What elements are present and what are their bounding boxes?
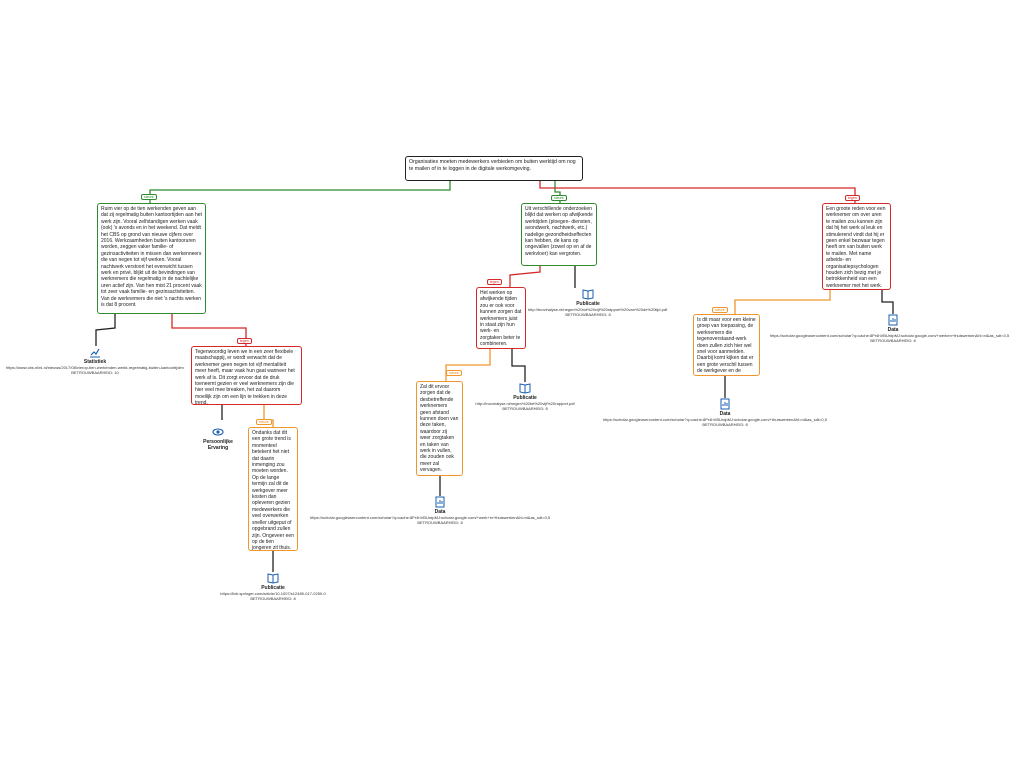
source-title: Statistiek [83,359,107,365]
source-reliability: BETROUWBAARHEID: 8 [502,406,548,411]
source-reliability: BETROUWBAARHEID: 8 [250,596,296,601]
source-url[interactable]: http://tnovinalyse.nl/negen%20tot%20vijf… [528,307,668,312]
eye-icon [212,428,224,436]
source-title: Publicatie [261,585,285,591]
source-url[interactable]: https://scholar.googleusercontent.com/sc… [310,515,551,520]
source-url[interactable]: https://scholar.googleusercontent.com/sc… [603,417,827,422]
source-data-right2[interactable]: Data https://scholar.googleusercontent.c… [603,398,828,427]
tag-left: steunt [141,194,157,200]
source-url[interactable]: http://tnovinalyse.nl/negen%20tot%20vijf… [475,401,575,406]
tag-left-sub: tegen [237,338,252,344]
connector-midsub-pub2 [511,349,526,382]
node-right-main[interactable]: Een groote reden voor een werknemer om o… [822,203,891,290]
source-title: Data [887,327,899,333]
source-title: Persoonlijke Ervaring [203,439,233,451]
source-title: Publicatie [513,395,537,401]
source-publicatie-mid[interactable]: Publicatie http://tnovinalyse.nl/negen%2… [528,288,668,317]
connector-mid-sub [509,266,541,287]
connector-right-sub [734,290,831,314]
tag-right-sub: steunt [712,307,728,313]
source-data-mid[interactable]: Data https://scholar.googleusercontent.c… [310,496,550,525]
node-mid-main[interactable]: Uit verschillende onderzoeken blijkt dat… [521,203,597,266]
source-url[interactable]: https://link.springer.com/article/10.100… [220,591,326,596]
source-reliability: BETROUWBAARHEID: 8 [870,338,916,343]
source-persoonlijk[interactable]: Persoonlijke Ervaring [196,426,240,451]
chart-icon [90,348,100,358]
source-title: Data [434,509,446,515]
source-reliability: BETROUWBAARHEID: 10 [71,370,119,375]
tag-mid-bottom: steunt [446,370,462,376]
node-left-main[interactable]: Ruim vier op de tien werkenden geven aan… [97,203,206,314]
source-reliability: BETROUWBAARHEID: 8 [565,312,611,317]
connector-right-data [881,290,894,314]
tag-right: tegen [845,195,860,201]
source-publicatie-left[interactable]: Publicatie https://link.springer.com/art… [208,572,338,601]
source-reliability: BETROUWBAARHEID: 8 [702,422,748,427]
source-publicatie-mid2[interactable]: Publicatie http://tnovinalyse.nl/negen%2… [470,382,580,411]
node-mid-bottom[interactable]: Zal dit ervoor zorgen dat de desbetreffe… [416,381,463,476]
source-url[interactable]: https://www.cbs.nl/nl-nl/nieuws/2017/08/… [6,365,184,370]
source-statistiek[interactable]: Statistiek https://www.cbs.nl/nl-nl/nieu… [6,346,184,375]
node-left-bottom[interactable]: Ondanks dat dit een grote trend is momen… [248,427,298,551]
data-icon [435,496,445,508]
node-mid-sub[interactable]: Het werken op afwijkende tijden zou er o… [476,287,526,349]
source-url[interactable]: https://scholar.googleusercontent.com/sc… [770,333,1010,338]
connector-left-sub [171,314,247,346]
node-right-sub[interactable]: Is dit maar voor een kleine groep van to… [693,314,760,376]
connector-root-right [539,181,856,203]
source-title: Data [719,411,731,417]
book-icon [582,289,594,300]
connector-left-stat [95,314,116,346]
connector-root-left [149,181,451,203]
tag-mid: steunt [551,195,567,201]
root-node[interactable]: Organisaties moeten medewerkers verbiede… [405,156,583,181]
book-icon [519,383,531,394]
source-reliability: BETROUWBAARHEID: 8 [417,520,463,525]
node-left-sub[interactable]: Tegenwoordig leven we in een zeer flexib… [191,346,302,405]
data-icon [888,314,898,326]
connector-midsub-bottom [445,349,491,381]
data-icon [720,398,730,410]
tag-left-bottom: steunt [256,419,272,425]
source-title: Publicatie [576,301,600,307]
tag-mid-sub: tegen [487,279,502,285]
book-icon [267,573,279,584]
source-data-right[interactable]: Data https://scholar.googleusercontent.c… [770,314,1009,343]
